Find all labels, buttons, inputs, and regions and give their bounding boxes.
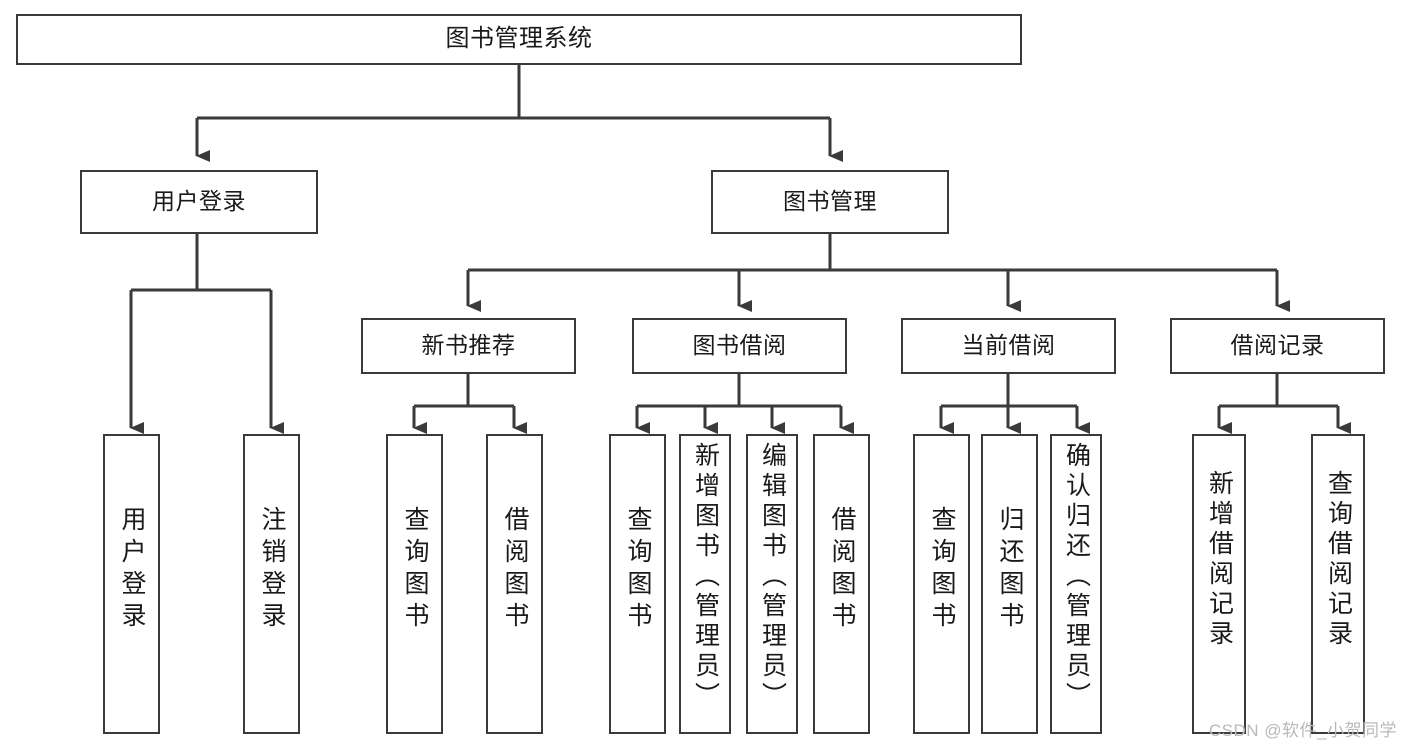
node-current-borrow[interactable]: 当前借阅 bbox=[901, 318, 1116, 374]
leaf-borrow-book-recommend[interactable]: 借阅图书 bbox=[486, 434, 543, 734]
node-book-borrow-label: 图书借阅 bbox=[692, 332, 787, 359]
leaf-query-book-recommend-label: 查询图书 bbox=[401, 506, 429, 634]
node-new-book-recommend-label: 新书推荐 bbox=[421, 332, 516, 359]
leaf-edit-book[interactable]: 编辑图书（管理员） bbox=[746, 434, 798, 734]
node-borrow-record-label: 借阅记录 bbox=[1230, 332, 1325, 359]
leaf-edit-book-label: 编辑图书（管理员） bbox=[758, 442, 787, 712]
leaf-return-book[interactable]: 归还图书 bbox=[981, 434, 1038, 734]
node-root-label: 图书管理系统 bbox=[445, 25, 593, 53]
node-new-book-recommend[interactable]: 新书推荐 bbox=[361, 318, 576, 374]
leaf-query-book-borrow-label: 查询图书 bbox=[624, 506, 652, 634]
leaf-borrow-book-borrow-label: 借阅图书 bbox=[828, 506, 856, 634]
node-root[interactable]: 图书管理系统 bbox=[16, 14, 1022, 65]
leaf-user-login[interactable]: 用户登录 bbox=[103, 434, 160, 734]
leaf-confirm-return-label: 确认归还（管理员） bbox=[1062, 442, 1091, 712]
leaf-user-logout[interactable]: 注销登录 bbox=[243, 434, 300, 734]
leaf-query-borrow-record[interactable]: 查询借阅记录 bbox=[1311, 434, 1365, 734]
leaf-add-book-label: 新增图书（管理员） bbox=[691, 442, 720, 712]
leaf-query-borrow-record-label: 查询借阅记录 bbox=[1324, 470, 1353, 650]
leaf-add-borrow-record-label: 新增借阅记录 bbox=[1205, 470, 1234, 650]
leaf-query-book-borrow[interactable]: 查询图书 bbox=[609, 434, 666, 734]
node-user-login-label: 用户登录 bbox=[152, 188, 246, 215]
leaf-confirm-return[interactable]: 确认归还（管理员） bbox=[1050, 434, 1102, 734]
node-current-borrow-label: 当前借阅 bbox=[961, 332, 1056, 359]
node-borrow-record[interactable]: 借阅记录 bbox=[1170, 318, 1385, 374]
leaf-query-book-current-label: 查询图书 bbox=[928, 506, 956, 634]
node-book-borrow[interactable]: 图书借阅 bbox=[632, 318, 847, 374]
leaf-add-book[interactable]: 新增图书（管理员） bbox=[679, 434, 731, 734]
node-book-manage-label: 图书管理 bbox=[783, 188, 877, 215]
csdn-watermark: CSDN @软件_小贺同学 bbox=[1208, 721, 1397, 740]
leaf-user-logout-label: 注销登录 bbox=[258, 506, 286, 634]
leaf-add-borrow-record[interactable]: 新增借阅记录 bbox=[1192, 434, 1246, 734]
leaf-return-book-label: 归还图书 bbox=[996, 506, 1024, 634]
leaf-query-book-current[interactable]: 查询图书 bbox=[913, 434, 970, 734]
leaf-borrow-book-recommend-label: 借阅图书 bbox=[501, 506, 529, 634]
leaf-query-book-recommend[interactable]: 查询图书 bbox=[386, 434, 443, 734]
node-user-login[interactable]: 用户登录 bbox=[80, 170, 318, 234]
node-book-manage[interactable]: 图书管理 bbox=[711, 170, 949, 234]
leaf-borrow-book-borrow[interactable]: 借阅图书 bbox=[813, 434, 870, 734]
leaf-user-login-label: 用户登录 bbox=[118, 506, 146, 634]
